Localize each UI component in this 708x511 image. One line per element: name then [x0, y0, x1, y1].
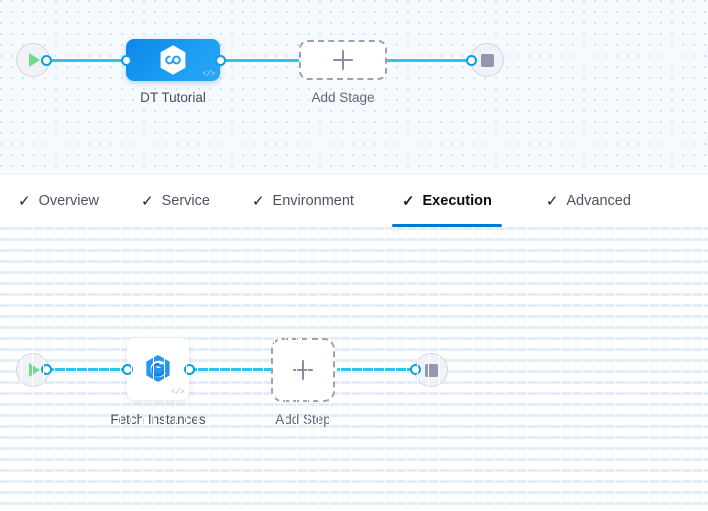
check-icon: ✓ — [251, 192, 265, 210]
pipeline-stage-canvas[interactable]: </> DT Tutorial Add Stage — [0, 0, 708, 175]
stop-square-icon — [480, 53, 494, 67]
check-icon: ✓ — [18, 192, 31, 210]
pipeline-start-node[interactable] — [16, 43, 50, 77]
tab-overview[interactable]: ✓ Overview — [18, 175, 99, 227]
tab-advanced[interactable]: ✓ Advanced — [546, 175, 631, 227]
check-icon: ✓ — [141, 192, 154, 210]
wire-addstep-to-end — [337, 368, 422, 371]
add-step-button[interactable] — [271, 338, 335, 402]
tab-underline — [391, 224, 502, 227]
add-step-label: Add Step — [275, 412, 331, 427]
plus-icon — [293, 360, 313, 380]
tab-service[interactable]: ✓ Service — [141, 175, 210, 227]
connector-dot-steps-start-right[interactable] — [41, 364, 52, 375]
tab-label: Execution — [422, 193, 492, 209]
stop-square-icon — [424, 363, 438, 377]
execution-steps-canvas[interactable]: </> Fetch Instances Add Step — [0, 227, 708, 511]
connector-dot-stage-right[interactable] — [215, 55, 226, 66]
check-icon: ✓ — [545, 192, 559, 210]
elastigroup-hexagon-e-icon — [146, 355, 170, 382]
code-brackets-icon: </> — [171, 388, 184, 397]
wire-stage-to-addstage — [212, 59, 308, 62]
tab-execution[interactable]: ✓ Execution — [391, 175, 502, 227]
connector-dot-start-right[interactable] — [41, 55, 52, 66]
connector-dot-end-left[interactable] — [466, 55, 477, 66]
code-brackets-icon: </> — [202, 70, 215, 79]
add-stage-button[interactable] — [299, 40, 387, 80]
plus-icon — [333, 50, 353, 70]
tab-label: Environment — [272, 193, 354, 209]
step-node-fetch-instances[interactable]: </> — [127, 338, 189, 400]
tab-label: Overview — [38, 193, 100, 209]
wire-addstage-to-end — [378, 59, 474, 62]
steps-end-node[interactable] — [414, 353, 448, 387]
connector-dot-steps-end-left[interactable] — [410, 364, 421, 375]
play-icon — [29, 363, 40, 377]
wire-start-to-step — [46, 368, 136, 371]
stage-node-dt-tutorial[interactable]: </> — [126, 39, 220, 81]
stage-node-label: DT Tutorial — [140, 90, 206, 105]
step-node-label: Fetch Instances — [110, 412, 206, 427]
connector-dot-step-left[interactable] — [122, 364, 133, 375]
tab-label: Service — [161, 193, 210, 209]
connector-dot-step-right[interactable] — [184, 364, 195, 375]
check-icon: ✓ — [401, 192, 415, 210]
add-stage-label: Add Stage — [311, 90, 375, 105]
stage-config-tabs: ✓ Overview ✓ Service ✓ Environment ✓ Exe… — [0, 175, 708, 227]
harness-hexagon-infinity-icon — [160, 45, 186, 75]
tab-label: Advanced — [566, 193, 631, 209]
play-icon — [29, 53, 40, 67]
connector-dot-stage-left[interactable] — [121, 55, 132, 66]
wire-start-to-stage — [46, 59, 136, 62]
wire-step-to-addstep — [190, 368, 276, 371]
tab-environment[interactable]: ✓ Environment — [252, 175, 354, 227]
